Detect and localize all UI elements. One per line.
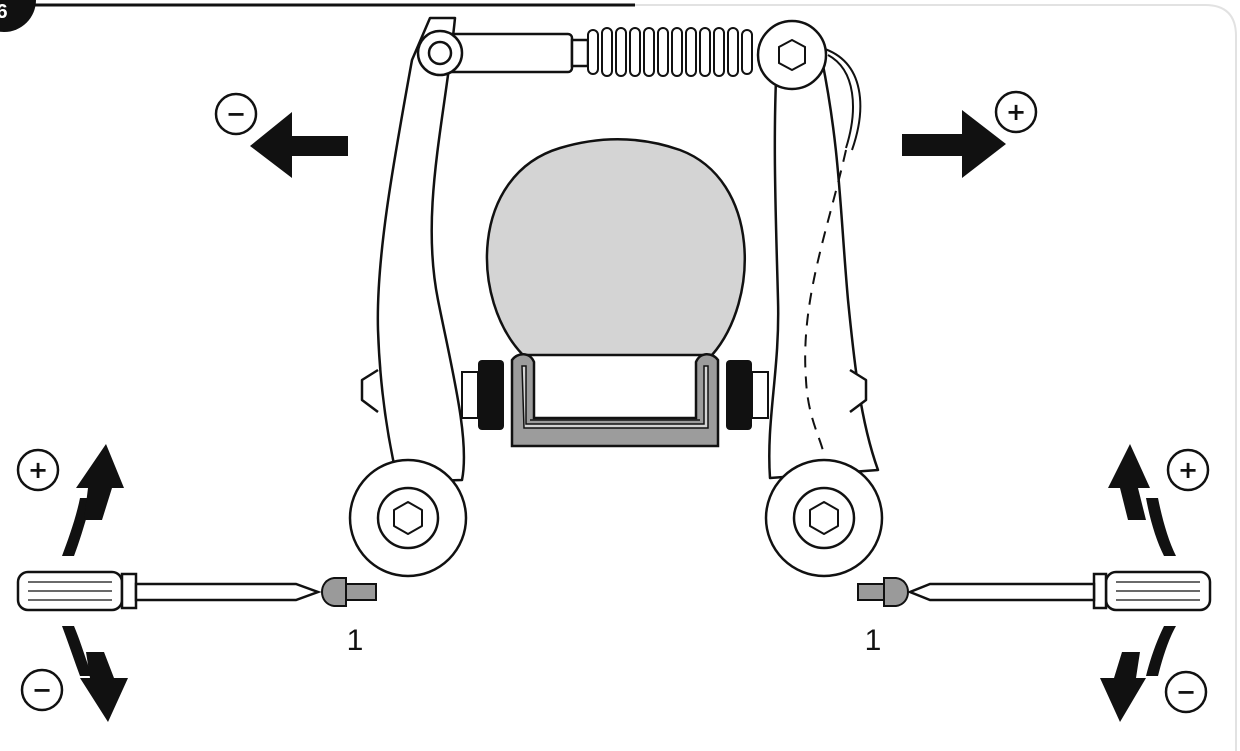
svg-text:+: +	[1178, 456, 1198, 484]
arrow-left-icon	[250, 112, 348, 178]
right-up-curved-arrow-icon	[1108, 444, 1176, 556]
svg-text:+: +	[1006, 98, 1026, 126]
top-hex-bolt-icon	[756, 19, 828, 91]
left-brake-arm	[348, 16, 468, 578]
wheel-rim	[485, 138, 746, 448]
left-tension-screw	[321, 577, 377, 607]
sign-right-down: −	[1164, 670, 1208, 714]
sign-left-up: +	[16, 448, 60, 492]
left-screwdriver-icon	[16, 570, 322, 612]
sign-top-right: +	[994, 90, 1038, 134]
brake-cable	[804, 47, 862, 457]
arrow-right-icon	[902, 110, 1006, 178]
step-badge: 6	[0, 0, 36, 32]
panel-frame	[0, 3, 1237, 751]
svg-text:+: +	[28, 456, 48, 484]
right-tension-screw	[857, 577, 909, 607]
sign-left-down: −	[20, 668, 64, 712]
right-screwdriver-icon	[906, 570, 1212, 612]
svg-text:−: −	[1176, 678, 1196, 706]
callout-right-screw: 1	[865, 624, 882, 657]
right-brake-arm	[764, 38, 884, 578]
sign-top-left: −	[214, 92, 258, 136]
left-up-curved-arrow-icon	[62, 444, 124, 556]
svg-text:−: −	[32, 676, 52, 704]
right-down-curved-arrow-icon	[1100, 626, 1176, 722]
step-number: 6	[0, 1, 8, 23]
left-down-curved-arrow-icon	[62, 626, 128, 722]
spring-coil	[587, 27, 753, 77]
sign-right-up: +	[1166, 448, 1210, 492]
brake-pads	[461, 360, 769, 430]
svg-text:−: −	[226, 100, 246, 128]
callout-left-screw: 1	[347, 624, 364, 657]
spring-linkage	[416, 29, 590, 77]
